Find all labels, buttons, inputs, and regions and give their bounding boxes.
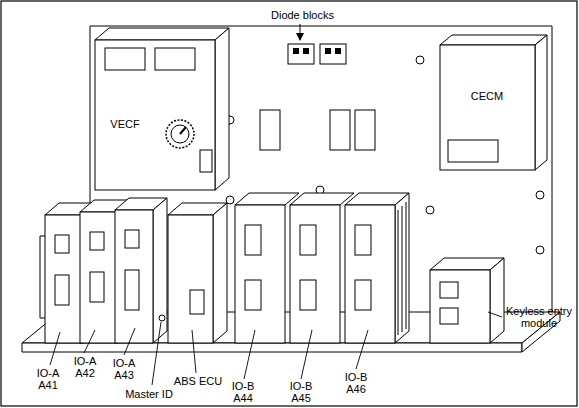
callout-label: IO-B A46 [338,371,374,395]
callout-label: IO-A A41 [30,367,66,391]
callout-label: ABS ECU [170,375,226,387]
callout-label: Diode blocks [255,9,350,21]
module-label: VECF [102,118,148,130]
module-label: CECM [462,90,512,102]
callout-label: IO-A A42 [67,355,103,379]
callout-label: IO-A A43 [106,357,142,381]
callout-label: Keyless entry module [504,305,574,329]
callout-label: IO-B A44 [225,380,261,404]
callout-label: IO-B A45 [283,380,319,404]
callout-label: Master ID [118,388,180,400]
